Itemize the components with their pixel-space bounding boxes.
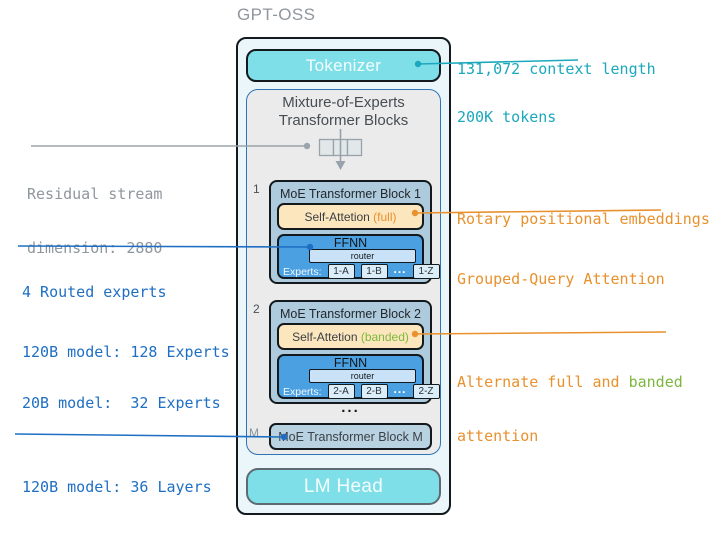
block-2-experts-label: Experts:: [283, 385, 322, 398]
annotation-routed-experts: 4 Routed experts 120B model: 128 Experts…: [22, 250, 230, 446]
block-2-router: router: [309, 369, 416, 383]
block-1-router: router: [309, 249, 416, 263]
attention2-prefix: Alternate full and: [457, 373, 629, 391]
block-1-index: 1: [253, 182, 260, 196]
block-1-attention-label: Self-Attetion: [304, 209, 374, 224]
block-1-expert-z: 1-Z: [412, 264, 440, 279]
annotation-layers: 120B model: 36 Layers 20B model: 24 Laye…: [22, 442, 212, 533]
residual-line1: Residual stream: [27, 185, 163, 203]
block-2-router-label: router: [350, 371, 375, 381]
block-1-ffnn-box: FFNN router Experts: 1-A 1-B ... 1-Z: [277, 234, 440, 279]
context-length-line1: 131,072 context length: [457, 60, 656, 78]
block-1-experts-ellipsis: ...: [393, 261, 407, 276]
block-1-experts-row: Experts: 1-A 1-B ... 1-Z: [283, 261, 440, 279]
block-2-self-attention-box: Self-Attetion (banded): [277, 323, 424, 350]
block-m-index: M: [249, 426, 259, 440]
block-m-label: MoE Transformer Block M: [278, 429, 423, 444]
block-2-expert-b: 2-B: [360, 384, 388, 399]
block-2-ffnn-box: FFNN router Experts: 2-A 2-B ... 2-Z: [277, 354, 440, 399]
annotation-context-length: 131,072 context length 200K tokens: [457, 29, 656, 157]
annotation-residual-stream: Residual stream dimension: 2880: [27, 149, 162, 293]
layers-line1: 120B model: 36 Layers: [22, 478, 212, 496]
attention2-line1: Alternate full and banded: [457, 373, 683, 391]
moe-block-2: MoE Transformer Block 2 Self-Attetion (b…: [269, 300, 440, 404]
moe-title: Mixture-of-Experts Transformer Blocks: [246, 94, 441, 130]
block-2-ffnn-label: FFNN: [333, 356, 368, 370]
tokenizer-label: Tokenizer: [305, 55, 382, 75]
moe-block-1: MoE Transformer Block 1 Self-Attetion (f…: [269, 180, 440, 284]
block-2-attention-mode: (banded): [360, 329, 409, 344]
routed-experts-line2: 120B model: 128 Experts: [22, 343, 230, 361]
moe-block-m: MoE Transformer Block M: [269, 423, 432, 450]
page-title: GPT-OSS: [237, 5, 316, 24]
annotation-attention-block2: Alternate full and banded attention: [457, 337, 683, 481]
block-1-router-label: router: [350, 251, 375, 261]
block-1-attention-mode: (full): [373, 209, 397, 224]
block-1-expert-b: 1-B: [360, 264, 388, 279]
residual-line2: dimension: 2880: [27, 239, 163, 257]
routed-experts-line3: 20B model: 32 Experts: [22, 394, 221, 412]
blocks-ellipsis: ...: [341, 399, 360, 416]
block-2-attention-label: Self-Attetion: [292, 329, 361, 344]
attention1-line1: Rotary positional embeddings: [457, 210, 710, 228]
attention1-line2: Grouped-Query Attention: [457, 270, 665, 288]
block-2-expert-a: 2-A: [327, 384, 355, 399]
block-2-index: 2: [253, 302, 260, 316]
block-2-experts-row: Experts: 2-A 2-B ... 2-Z: [283, 381, 440, 399]
attention2-highlight: banded: [628, 373, 683, 391]
block-2-label: MoE Transformer Block 2: [279, 307, 421, 321]
annotation-attention-block1: Rotary positional embeddings Grouped-Que…: [457, 169, 710, 329]
moe-title-line1: Mixture-of-Experts: [282, 94, 405, 111]
block-2-experts-ellipsis: ...: [393, 381, 407, 396]
moe-title-line2: Transformer Blocks: [278, 112, 409, 129]
attention2-line2: attention: [457, 427, 539, 445]
block-1-experts-label: Experts:: [283, 265, 322, 278]
block-2-expert-z: 2-Z: [412, 384, 440, 399]
lm-head-box: LM Head: [246, 468, 441, 505]
routed-experts-line1: 4 Routed experts: [22, 283, 167, 301]
context-length-line2: 200K tokens: [457, 108, 557, 126]
block-1-self-attention-box: Self-Attetion (full): [277, 203, 424, 230]
block-1-ffnn-label: FFNN: [333, 236, 368, 250]
lm-head-label: LM Head: [303, 475, 384, 497]
tokenizer-box: Tokenizer: [246, 49, 441, 82]
block-1-expert-a: 1-A: [327, 264, 355, 279]
block-1-label: MoE Transformer Block 1: [279, 187, 421, 201]
